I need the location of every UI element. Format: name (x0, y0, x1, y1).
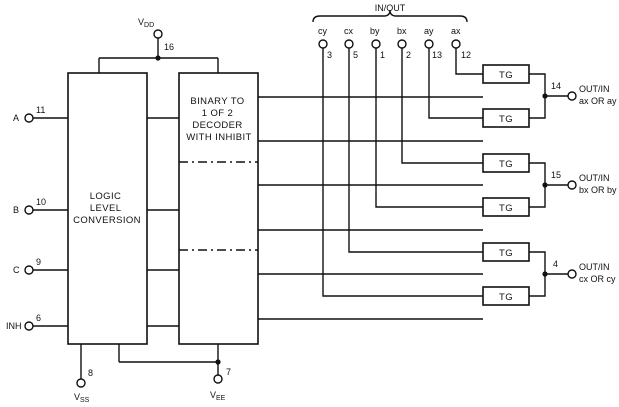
input-a-pin: 11 (36, 105, 45, 115)
io-pin-ay: ay 13 (424, 26, 483, 119)
tg-gate-bx: TG (482, 153, 530, 173)
output-a-label: OUT/IN ax OR ay (579, 84, 617, 106)
binary-decoder-block (178, 72, 259, 345)
output-b-pin: 15 (551, 170, 561, 180)
io-pin-cx: cx 5 (344, 26, 483, 253)
logic-to-decoder-links (147, 117, 179, 327)
input-b-terminal (24, 205, 34, 215)
vdd-pin-number: 16 (164, 42, 174, 52)
svg-text:TG: TG (499, 70, 513, 81)
input-inh-name: INH (6, 321, 22, 331)
input-a-name: A (13, 113, 19, 123)
svg-text:TG: TG (499, 292, 513, 303)
decoder-output-lines (258, 96, 483, 320)
logic-block-label: LOGIC LEVEL CONVERSION (73, 191, 141, 226)
vee-pin-number: 7 (226, 367, 231, 377)
output-b-terminal (567, 180, 577, 190)
vdd-label: VDD (138, 17, 154, 29)
input-a: A 11 (13, 105, 68, 123)
svg-text:bx: bx (397, 26, 407, 36)
input-inh-pin: 6 (36, 313, 41, 323)
input-c-terminal (24, 265, 34, 275)
output-c-pin: 4 (553, 259, 558, 269)
input-c-name: C (13, 265, 20, 275)
io-pin-bx: bx 2 (397, 26, 483, 164)
input-b: B 10 (13, 197, 68, 215)
vdd-pin-terminal (153, 29, 163, 39)
svg-text:cx: cx (344, 26, 354, 36)
svg-text:13: 13 (432, 50, 442, 60)
svg-text:cy: cy (318, 26, 328, 36)
vdd-wiring (98, 38, 219, 73)
bus-header-brace (312, 9, 468, 23)
svg-text:ay: ay (424, 26, 434, 36)
vss-pin-number: 8 (88, 368, 93, 378)
vee-label: VEE (210, 390, 226, 402)
output-c-terminal (567, 269, 577, 279)
input-inh-terminal (24, 321, 34, 331)
svg-text:3: 3 (327, 50, 332, 60)
svg-text:12: 12 (461, 50, 471, 60)
svg-text:by: by (370, 26, 380, 36)
input-c: C 9 (13, 257, 68, 275)
vss-pin-terminal (76, 378, 86, 388)
vss-label: VSS (74, 392, 90, 404)
tg-gate-ay: TG (482, 108, 530, 128)
vee-pin-terminal (213, 374, 223, 384)
svg-text:ax: ax (451, 26, 461, 36)
tg-gate-cy: TG (482, 286, 530, 306)
output-a-node: 14 OUT/IN ax OR ay (529, 73, 617, 119)
bus-header-label: IN/OUT (375, 3, 406, 13)
svg-text:2: 2 (406, 50, 411, 60)
logic-level-conversion-block (67, 72, 148, 345)
svg-text:TG: TG (499, 114, 513, 125)
output-a-pin: 14 (551, 81, 561, 91)
tg-gate-ax: TG (482, 64, 530, 84)
input-c-pin: 9 (36, 257, 41, 267)
svg-text:TG: TG (499, 159, 513, 170)
tg-gate-by: TG (482, 197, 530, 217)
input-b-pin: 10 (36, 197, 46, 207)
output-b-node: 15 OUT/IN bx OR by (529, 162, 617, 208)
output-a-terminal (567, 91, 577, 101)
svg-text:TG: TG (499, 203, 513, 214)
output-c-node: 4 OUT/IN cx OR cy (529, 251, 616, 297)
vee-wiring (118, 344, 221, 375)
svg-text:1: 1 (380, 50, 385, 60)
input-a-terminal (24, 113, 34, 123)
svg-text:5: 5 (353, 50, 358, 60)
input-b-name: B (13, 205, 19, 215)
tg-gate-cx: TG (482, 242, 530, 262)
io-pin-by: by 1 (370, 26, 483, 208)
input-inh: INH 6 (6, 313, 68, 331)
svg-text:TG: TG (499, 248, 513, 259)
decoder-block-label: BINARY TO 1 OF 2 DECODER WITH INHIBIT (186, 96, 252, 143)
io-pin-ax: ax 12 (451, 26, 483, 75)
io-pin-cy: cy 3 (318, 26, 483, 297)
output-c-label: OUT/IN cx OR cy (579, 262, 616, 284)
output-b-label: OUT/IN bx OR by (579, 173, 617, 195)
